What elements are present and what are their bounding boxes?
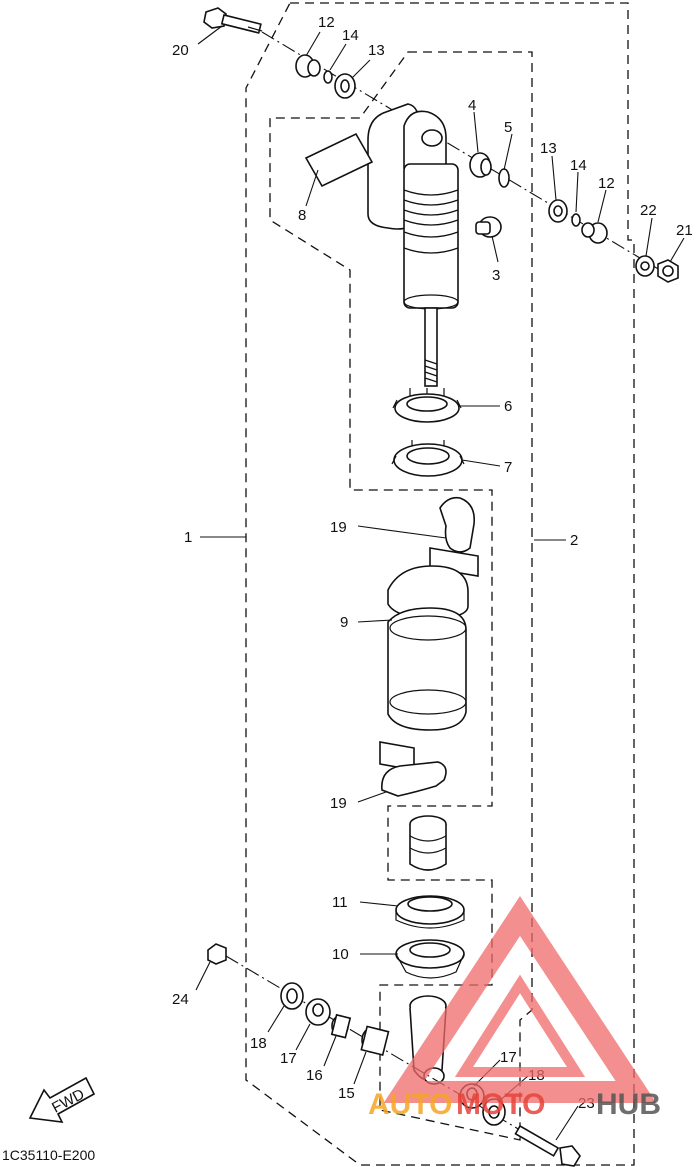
- mount-bolt-24: [207, 943, 227, 965]
- callout-1: 1: [184, 529, 192, 546]
- washer-22: [635, 255, 655, 277]
- valve-3: [475, 216, 502, 238]
- watermark-logo: [383, 896, 657, 1103]
- washer-18-right: [482, 1098, 506, 1126]
- callout-22: 22: [640, 202, 657, 219]
- collar-17-left: [305, 998, 331, 1026]
- callout-5: 5: [504, 119, 512, 136]
- watermark-text-moto: MOTO: [456, 1088, 545, 1121]
- callout-20: 20: [172, 42, 189, 59]
- callout-6: 6: [504, 398, 512, 415]
- spring-guide-19-lower: [379, 741, 447, 797]
- callout-2: 2: [570, 532, 578, 549]
- callout-19-upper: 19: [330, 519, 347, 536]
- callout-11: 11: [332, 894, 348, 911]
- callout-14-upper: 14: [342, 27, 359, 44]
- callout-10: 10: [332, 946, 349, 963]
- callout-18-left: 18: [250, 1035, 267, 1052]
- callout-12-upper: 12: [318, 14, 335, 31]
- watermark-text-auto: AUTO: [368, 1088, 452, 1121]
- circlip-5: [498, 168, 510, 188]
- bushing-12-upper: [295, 54, 321, 78]
- callout-24: 24: [172, 991, 189, 1008]
- callout-3: 3: [492, 267, 500, 284]
- callout-13-right: 13: [540, 140, 557, 157]
- spring-seat-10: [395, 939, 465, 979]
- spring-seat-11: [395, 895, 465, 929]
- seal-13-upper: [334, 73, 356, 99]
- callout-9: 9: [340, 614, 348, 631]
- seal-13-right: [548, 199, 568, 223]
- drawing-code: 1C35110-E200: [2, 1147, 95, 1163]
- mount-bolt-20: [203, 7, 263, 34]
- watermark-text-hub: HUB: [596, 1088, 661, 1121]
- bushing-12-right: [581, 222, 608, 244]
- sleeve-16: [330, 1013, 352, 1039]
- watermark-text: AUTO MOTO HUB: [368, 1088, 661, 1121]
- adjuster-ring-7: [391, 440, 465, 477]
- forward-direction-arrow: FWD: [28, 1076, 96, 1123]
- callout-17-left: 17: [280, 1050, 297, 1067]
- assembly-boundary-1: [245, 2, 635, 1166]
- oring-14-upper: [323, 70, 333, 84]
- label-sticker-8: [304, 132, 374, 188]
- callout-15: 15: [338, 1085, 355, 1102]
- shock-absorber-body: [367, 103, 459, 387]
- washer-18-left: [280, 982, 304, 1010]
- bump-stop: [409, 815, 447, 871]
- callout-21: 21: [676, 222, 693, 239]
- nut-21: [657, 259, 679, 283]
- callout-13-upper: 13: [368, 42, 385, 59]
- bearing-15: [360, 1025, 390, 1057]
- callout-12-right: 12: [598, 175, 615, 192]
- bushing-4: [469, 152, 492, 178]
- callout-labels: 20 12 14 13 4 5 13 14 12 22 21 3 8 1 2 6…: [172, 14, 693, 1112]
- callout-8: 8: [298, 207, 306, 224]
- callout-4: 4: [468, 97, 476, 114]
- leader-lines: [195, 25, 685, 1141]
- callout-16: 16: [306, 1067, 323, 1084]
- watermark-triangle: [383, 896, 657, 1103]
- callout-19-lower: 19: [330, 795, 347, 812]
- callout-17-right: 17: [500, 1049, 517, 1066]
- callout-14-right: 14: [570, 157, 587, 174]
- spring-9: [387, 565, 469, 731]
- mount-bolt-23: [514, 1124, 581, 1167]
- oring-14-right: [571, 213, 581, 227]
- assembly-boundary-2: [269, 51, 533, 1141]
- callout-7: 7: [504, 459, 512, 476]
- lock-ring-6: [392, 388, 462, 423]
